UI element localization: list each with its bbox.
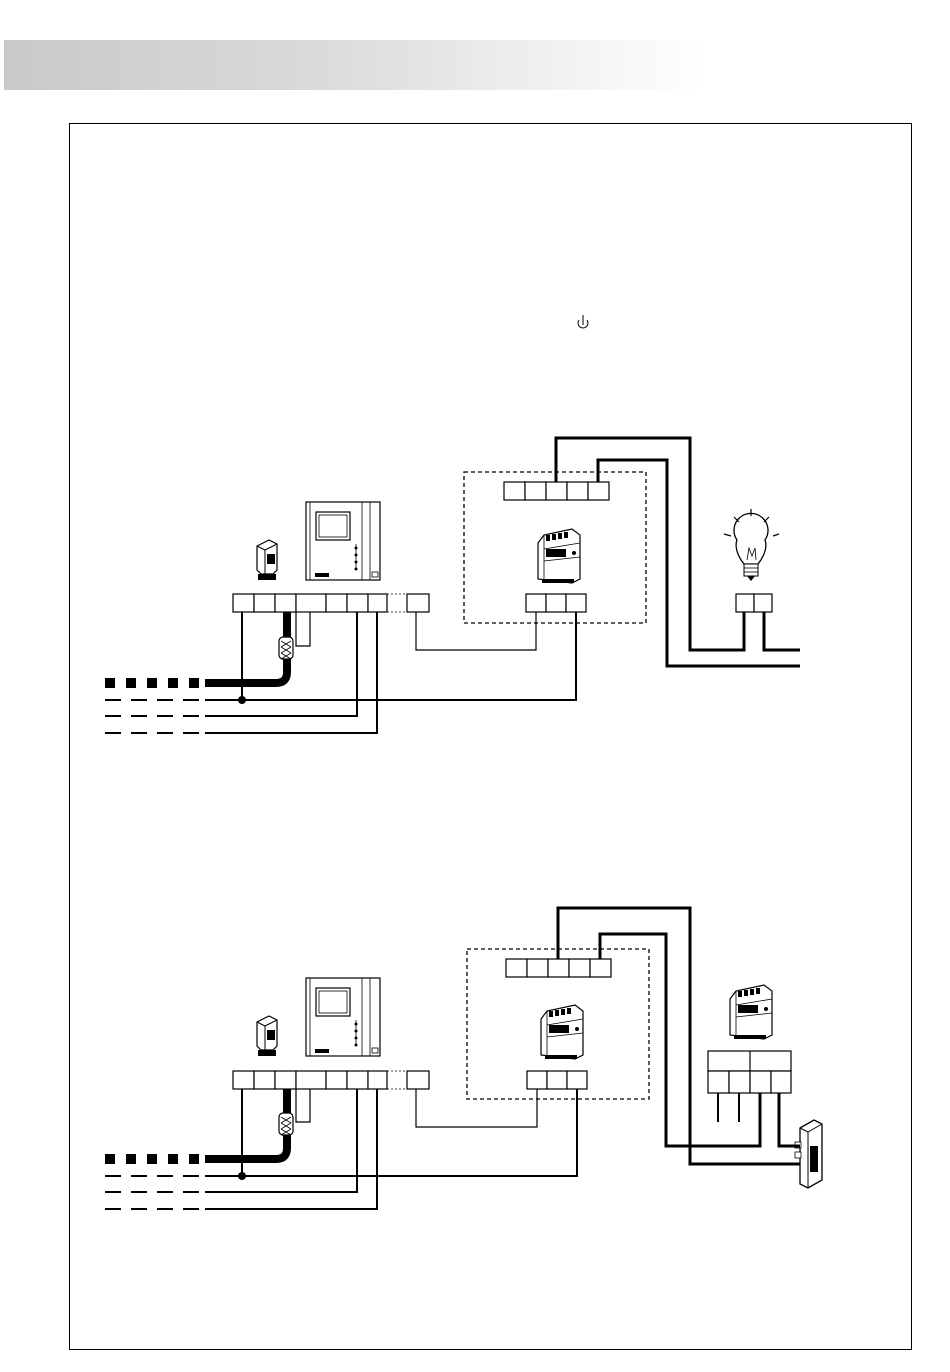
relay-module-icon xyxy=(538,529,580,583)
bus-coil xyxy=(279,1113,293,1135)
module-terminal-block xyxy=(527,1071,587,1089)
module-terminal-block xyxy=(526,594,586,612)
monitor-terminal-strip xyxy=(233,1071,429,1089)
light-bulb-icon xyxy=(724,509,779,581)
bus-coil xyxy=(279,637,293,659)
relay-module-icon xyxy=(541,1005,583,1059)
connector-terminal-block xyxy=(506,959,611,977)
video-monitor-icon xyxy=(306,502,380,580)
door-station-icon xyxy=(257,540,277,580)
power-standby-icon xyxy=(578,315,588,328)
monitor-terminal-strip xyxy=(233,594,429,612)
top-wiring-diagram xyxy=(105,315,800,733)
power-supply-terminal-block xyxy=(708,1051,791,1093)
video-monitor-icon xyxy=(306,978,380,1056)
connector-terminal-block xyxy=(504,482,609,500)
bottom-wiring-diagram xyxy=(105,908,822,1209)
lamp-terminal-block xyxy=(736,594,772,612)
door-station-icon xyxy=(257,1016,277,1056)
power-supply-icon xyxy=(730,985,772,1039)
door-lock-icon xyxy=(795,1120,822,1188)
